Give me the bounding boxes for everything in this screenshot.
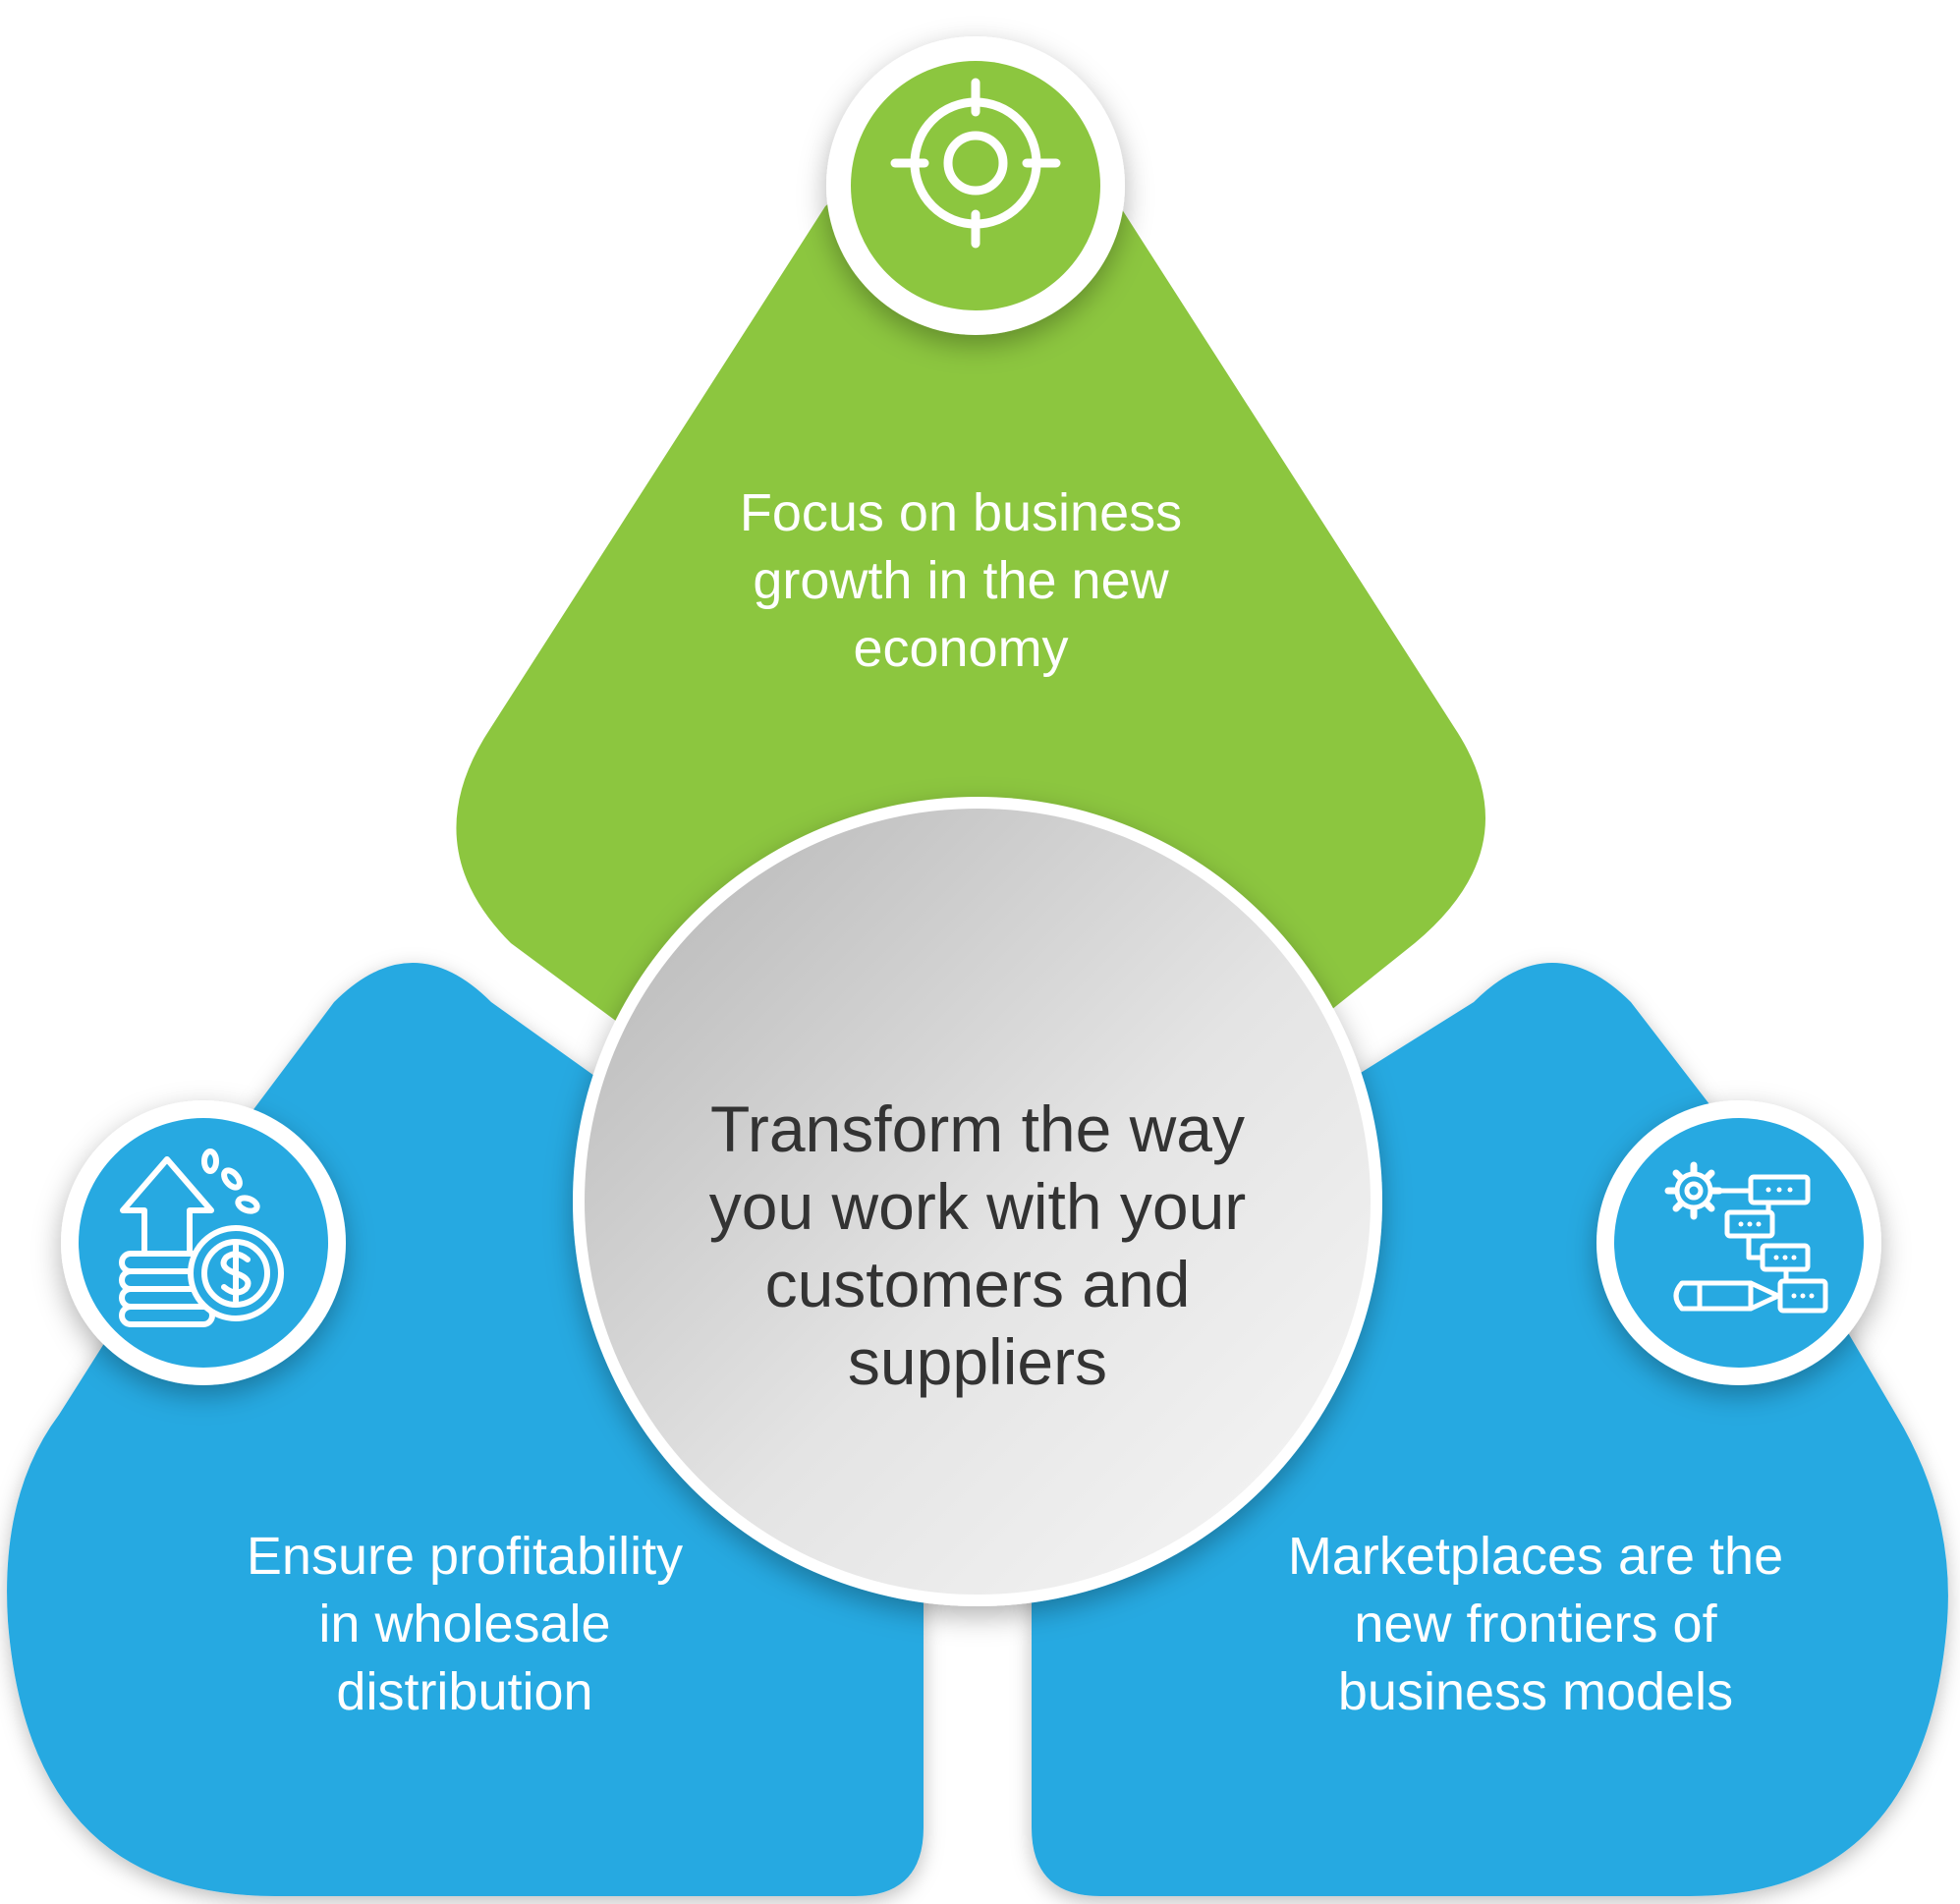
petal-left-text: Ensure profitability in wholesale distribu… bbox=[247, 1527, 683, 1721]
petal-top-text: Focus on business growth in the new econom… bbox=[740, 483, 1182, 678]
petal-right-text-line: business models bbox=[1338, 1662, 1733, 1721]
petal-left-text-line: in wholesale bbox=[318, 1595, 610, 1653]
center-text-line: you work with your bbox=[709, 1170, 1247, 1243]
workflow-gear-icon bbox=[1664, 1161, 1828, 1314]
petal-right-text-line: new frontiers of bbox=[1354, 1595, 1717, 1653]
center-disc bbox=[585, 809, 1371, 1595]
petal-left-text-line: distribution bbox=[336, 1662, 592, 1721]
petal-top-text-line: Focus on business bbox=[740, 483, 1182, 542]
badge-left bbox=[61, 1100, 346, 1385]
badge-top bbox=[826, 36, 1125, 335]
badge-right-disc bbox=[1614, 1118, 1864, 1368]
center-text-line: suppliers bbox=[848, 1325, 1107, 1398]
profit-coins-icon bbox=[119, 1148, 284, 1327]
badge-top-disc bbox=[851, 61, 1100, 310]
center-text-line: customers and bbox=[765, 1248, 1191, 1320]
center-text-line: Transform the way bbox=[710, 1092, 1245, 1165]
petal-right-text: Marketplaces are the new frontiers of busi… bbox=[1288, 1527, 1783, 1721]
petal-right-text-line: Marketplaces are the bbox=[1288, 1527, 1783, 1586]
target-icon bbox=[890, 78, 1061, 249]
petal-top-text-line: economy bbox=[853, 619, 1068, 678]
petal-left-text-line: Ensure profitability bbox=[247, 1527, 683, 1586]
badge-right bbox=[1596, 1100, 1881, 1385]
petal-top-text-line: growth in the new bbox=[753, 551, 1169, 610]
